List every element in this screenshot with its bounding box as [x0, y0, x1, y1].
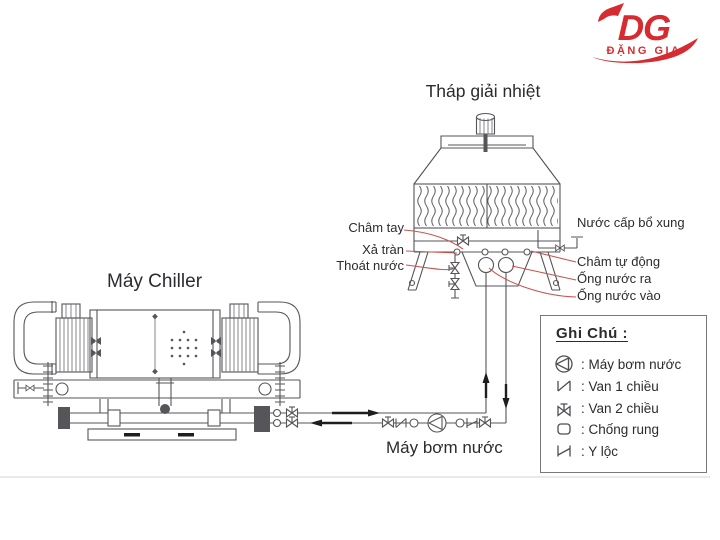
logo-swoosh-arrow [598, 3, 624, 22]
cooling-tower-label: Tháp giải nhiệt [425, 81, 541, 101]
leader-auto-fill [530, 250, 577, 263]
y-strainer-icon [557, 445, 571, 457]
water-supply-line [537, 230, 583, 252]
legend-item-label: : Van 1 chiều [581, 378, 659, 394]
makeup-water-label: Nước cấp bổ xung [577, 215, 685, 230]
water-in-label: Ống nước vào [577, 288, 661, 303]
legend-item-pump: : Máy bơm nước [552, 354, 681, 374]
flow-arrow-up [482, 372, 490, 383]
legend-item-label: : Máy bơm nước [581, 356, 682, 372]
chiller-label: Máy Chiller [107, 271, 203, 292]
legend-box: Ghi Chú : : Máy bơm nước : Van 1 chiều :… [540, 315, 707, 473]
leader-drain [405, 264, 454, 271]
legend-item-two-way-valve: : Van 2 chiều [552, 398, 659, 418]
auto-fill-label: Châm tự động [577, 254, 661, 269]
flow-arrow-down [502, 398, 510, 409]
logo-swoosh-bottom [592, 38, 698, 64]
leader-water-in [488, 267, 577, 298]
flow-arrow-left [310, 419, 322, 427]
legend-item-vibration-damper: : Chống rung [552, 419, 659, 439]
logo-name: ĐẶNG GIA [607, 44, 682, 57]
legend-item-check-valve: : Van 1 chiều [552, 376, 659, 396]
manual-fill-label: Châm tay [348, 220, 404, 235]
leader-water-out [511, 265, 577, 281]
legend-item-label: : Y lộc [581, 443, 619, 459]
chiller [13, 301, 301, 414]
tower-drain [448, 255, 460, 299]
water-out-label: Ống nước ra [577, 271, 652, 286]
drain-label: Thoát nước [336, 258, 404, 273]
pump-icon [555, 355, 573, 373]
flow-arrows [310, 372, 510, 427]
pump-label: Máy bơm nước [386, 438, 503, 457]
legend-item-label: : Van 2 chiều [581, 400, 659, 416]
check-valve-icon [557, 380, 571, 392]
flow-arrow-right [368, 409, 380, 417]
two-way-valve-icon [557, 403, 571, 417]
leader-overflow [405, 250, 458, 254]
vibration-damper-icon [557, 423, 571, 435]
leader-lines [403, 229, 577, 298]
legend-title: Ghi Chú : [556, 325, 628, 342]
legend-item-label: : Chống rung [581, 421, 660, 437]
pump-symbol [427, 413, 447, 433]
overflow-label: Xả tràn [362, 242, 404, 257]
logo-initials: DG [617, 7, 670, 48]
leader-manual-fill [403, 229, 464, 250]
shell-dots [170, 330, 198, 366]
dang-gia-logo: DG ĐẶNG GIA [592, 3, 698, 64]
legend-item-y-strainer: : Y lộc [552, 441, 618, 461]
cooling-tower [407, 112, 561, 291]
